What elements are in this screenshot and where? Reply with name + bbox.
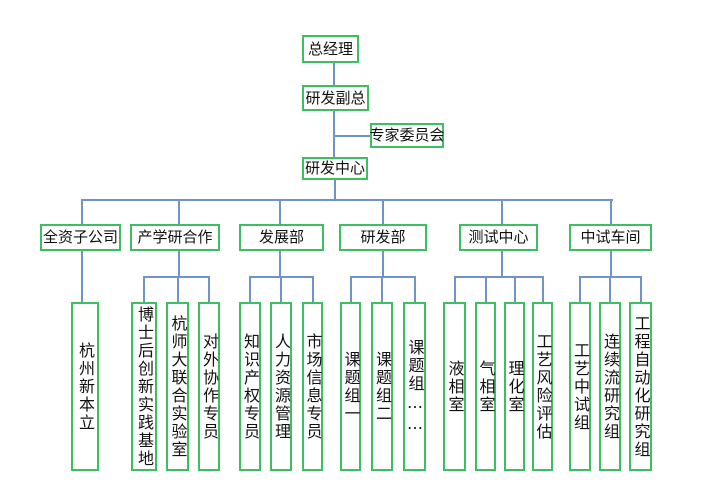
connector-ceo-vp [333, 63, 335, 85]
node-rd-dept-child-1[interactable]: 课题组二 [371, 302, 393, 471]
node-industry-academia-child-1[interactable]: 杭师大联合实验室 [166, 302, 189, 471]
node-rd-vp[interactable]: 研发副总 [302, 85, 369, 111]
node-expert-committee[interactable]: 专家委员会 [369, 123, 445, 148]
node-ceo[interactable]: 总经理 [302, 35, 359, 63]
connector-advisory [333, 135, 370, 137]
node-label: 研发中心 [304, 159, 365, 177]
connector-testing-center-child-2 [514, 277, 516, 302]
node-label: 课题组…… [405, 338, 425, 435]
connector-development-down [279, 251, 281, 277]
node-label: 工程自动化研究组 [631, 314, 651, 459]
connector-industry-academia-child-0 [143, 277, 145, 302]
node-label: 专家委员会 [369, 126, 445, 144]
node-testing-center-child-2[interactable]: 理化室 [504, 302, 525, 471]
node-label: 研发部 [360, 228, 406, 246]
node-pilot-workshop[interactable]: 中试车间 [569, 224, 652, 251]
connector-testing-center-child-3 [542, 277, 544, 302]
node-label: 工艺风险评估 [533, 332, 553, 441]
connector-rd-dept-down [382, 251, 384, 277]
node-testing-center-child-1[interactable]: 气相室 [475, 302, 496, 471]
node-label: 课题组一 [341, 350, 361, 423]
connector-testing-center-child-0 [454, 277, 456, 302]
node-label: 杭州新本立 [76, 341, 95, 432]
node-pilot-workshop-child-1[interactable]: 连续流研究组 [599, 302, 621, 471]
connector-bus-development [279, 200, 281, 224]
connector-center-bus [334, 180, 336, 200]
node-rd-center[interactable]: 研发中心 [302, 157, 368, 180]
connector-bus-testing-center [501, 200, 503, 224]
connector-pilot-workshop-child-2 [640, 277, 642, 302]
node-label: 连续流研究组 [601, 332, 620, 441]
connector-development-child-2 [312, 277, 314, 302]
connector-testing-center-child-1 [485, 277, 487, 302]
node-pilot-workshop-child-0[interactable]: 工艺中试组 [569, 302, 591, 471]
node-label: 市场信息专员 [303, 332, 323, 441]
node-subsidiary[interactable]: 全资子公司 [40, 224, 121, 251]
department-bus [81, 199, 613, 201]
node-label: 液相室 [445, 359, 465, 414]
node-label: 博士后创新实践基地 [135, 305, 154, 468]
node-development[interactable]: 发展部 [239, 224, 324, 251]
node-label: 全资子公司 [42, 228, 118, 246]
node-testing-center-child-3[interactable]: 工艺风险评估 [532, 302, 553, 471]
node-development-child-1[interactable]: 人力资源管理 [270, 302, 292, 471]
node-industry-academia-child-2[interactable]: 对外协作专员 [198, 302, 220, 471]
node-development-child-0[interactable]: 知识产权专员 [239, 302, 261, 471]
connector-industry-academia-child-1 [177, 277, 179, 302]
node-rd-dept-child-2[interactable]: 课题组…… [403, 302, 426, 471]
connector-bus-pilot-workshop [610, 200, 612, 224]
connector-pilot-workshop-child-1 [609, 277, 611, 302]
node-label: 测试中心 [468, 228, 529, 246]
node-testing-center-child-0[interactable]: 液相室 [443, 302, 466, 471]
sub-bus-testing-center [454, 276, 544, 278]
connector-industry-academia-down [178, 251, 180, 277]
connector-vp-center [333, 111, 335, 157]
node-label: 知识产权专员 [241, 332, 260, 441]
connector-bus-industry-academia [178, 200, 180, 224]
node-label: 对外协作专员 [200, 332, 219, 441]
node-rd-dept-child-0[interactable]: 课题组一 [340, 302, 361, 471]
node-label: 课题组二 [373, 350, 392, 423]
node-subsidiary-child-0[interactable]: 杭州新本立 [71, 302, 99, 471]
node-label: 气相室 [476, 359, 496, 414]
node-industry-academia-child-0[interactable]: 博士后创新实践基地 [131, 302, 157, 471]
connector-bus-rd-dept [382, 200, 384, 224]
node-label: 发展部 [258, 228, 304, 246]
node-development-child-2[interactable]: 市场信息专员 [302, 302, 323, 471]
connector-subsidiary-child [81, 251, 83, 302]
node-rd-dept[interactable]: 研发部 [339, 224, 427, 251]
sub-bus-rd-dept [350, 276, 416, 278]
connector-rd-dept-child-1 [381, 277, 383, 302]
connector-industry-academia-child-2 [208, 277, 210, 302]
sub-bus-industry-academia [143, 276, 210, 278]
connector-pilot-workshop-down [610, 251, 612, 277]
node-label: 产学研合作 [137, 228, 213, 246]
connector-bus-subsidiary [81, 200, 83, 224]
node-label: 研发副总 [305, 88, 366, 107]
node-label: 工艺中试组 [571, 341, 590, 432]
node-pilot-workshop-child-2[interactable]: 工程自动化研究组 [629, 302, 652, 471]
node-label: 杭师大联合实验室 [168, 314, 188, 459]
node-label: 理化室 [505, 359, 525, 414]
node-testing-center[interactable]: 测试中心 [459, 224, 538, 251]
node-label: 人力资源管理 [272, 332, 291, 441]
node-industry-academia[interactable]: 产学研合作 [130, 224, 220, 251]
node-label: 中试车间 [580, 228, 641, 246]
connector-development-child-0 [249, 277, 251, 302]
connector-testing-center-down [501, 251, 503, 277]
connector-rd-dept-child-2 [414, 277, 416, 302]
connector-pilot-workshop-child-0 [579, 277, 581, 302]
connector-rd-dept-child-0 [350, 277, 352, 302]
connector-development-child-1 [280, 277, 282, 302]
node-label: 总经理 [307, 39, 353, 58]
